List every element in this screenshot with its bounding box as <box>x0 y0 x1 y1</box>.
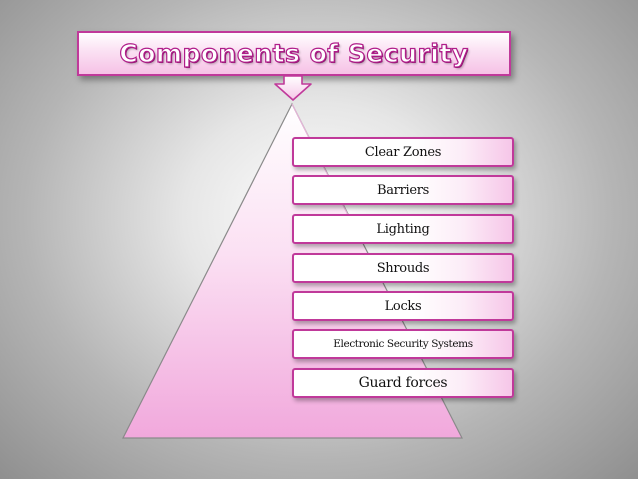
down-arrow-icon <box>274 75 312 101</box>
component-bar-clear-zones: Clear Zones <box>292 137 514 167</box>
title-box: Components of Security <box>77 31 511 76</box>
component-label: Shrouds <box>376 260 430 276</box>
slide-title: Components of Security <box>119 38 469 68</box>
component-label: Locks <box>384 298 422 314</box>
component-label: Electronic Security Systems <box>333 338 473 350</box>
component-bar-locks: Locks <box>292 291 514 321</box>
component-bar-electronic-security-systems: Electronic Security Systems <box>292 329 514 359</box>
component-label: Barriers <box>376 182 430 198</box>
component-label: Lighting <box>376 221 430 237</box>
component-label: Clear Zones <box>364 144 442 160</box>
component-bar-guard-forces: Guard forces <box>292 368 514 398</box>
component-label: Guard forces <box>358 375 448 391</box>
component-bar-barriers: Barriers <box>292 175 514 205</box>
component-bar-shrouds: Shrouds <box>292 253 514 283</box>
component-bar-lighting: Lighting <box>292 214 514 244</box>
